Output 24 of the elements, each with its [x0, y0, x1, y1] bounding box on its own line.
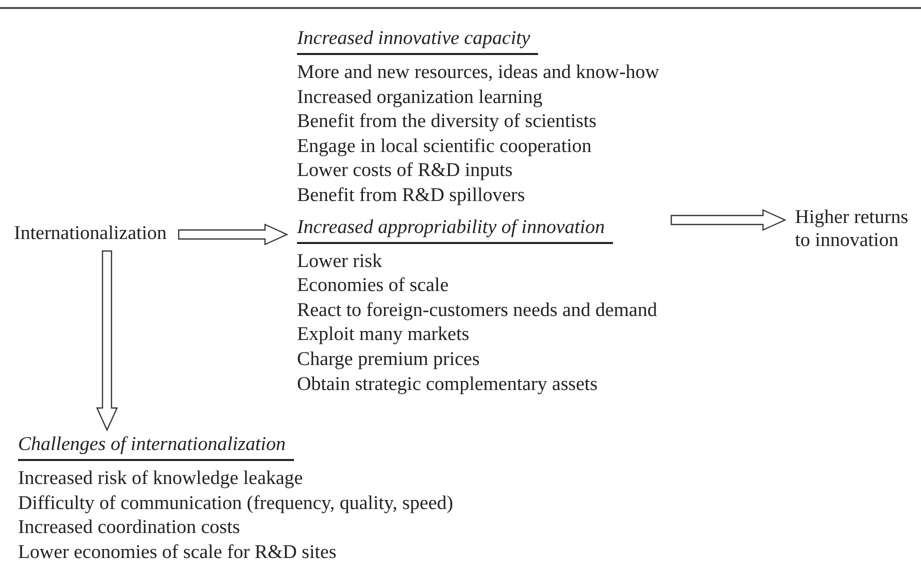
- list-item: React to foreign-customers needs and demand: [297, 298, 658, 323]
- section-heading: Challenges of internationalization: [18, 434, 294, 461]
- list-item: Increased coordination costs: [18, 516, 240, 540]
- block-arrow: [178, 224, 288, 246]
- list-item: Difficulty of communication (frequency, quality, speed): [18, 492, 454, 516]
- list-item: Benefit from R&D spillovers: [297, 184, 526, 208]
- list-item: More and new resources, ideas and know-how: [297, 61, 660, 85]
- list-item: Increased organization learning: [297, 86, 542, 110]
- list-item: Engage in local scientific cooperation: [297, 134, 592, 159]
- block-arrow: [96, 250, 118, 432]
- node-label: Higher returns to innovation: [795, 206, 917, 252]
- node-label: Internationalization: [14, 222, 167, 245]
- list-item: Lower economies of scale for R&D sites: [18, 540, 336, 565]
- list-item: Lower costs of R&D inputs: [297, 159, 513, 184]
- section-heading: Increased innovative capacity: [297, 28, 538, 55]
- list-item: Economies of scale: [297, 274, 449, 298]
- list-item: Obtain strategic complementary assets: [297, 372, 598, 397]
- list-item: Charge premium prices: [297, 348, 480, 372]
- block-arrow: [670, 209, 786, 231]
- section-heading: Increased appropriability of innovation: [297, 216, 613, 244]
- list-item: Exploit many markets: [297, 323, 470, 348]
- list-item: Benefit from the diversity of scientists: [297, 110, 596, 134]
- list-item: Lower risk: [297, 250, 382, 274]
- list-item: Increased risk of knowledge leakage: [18, 467, 303, 491]
